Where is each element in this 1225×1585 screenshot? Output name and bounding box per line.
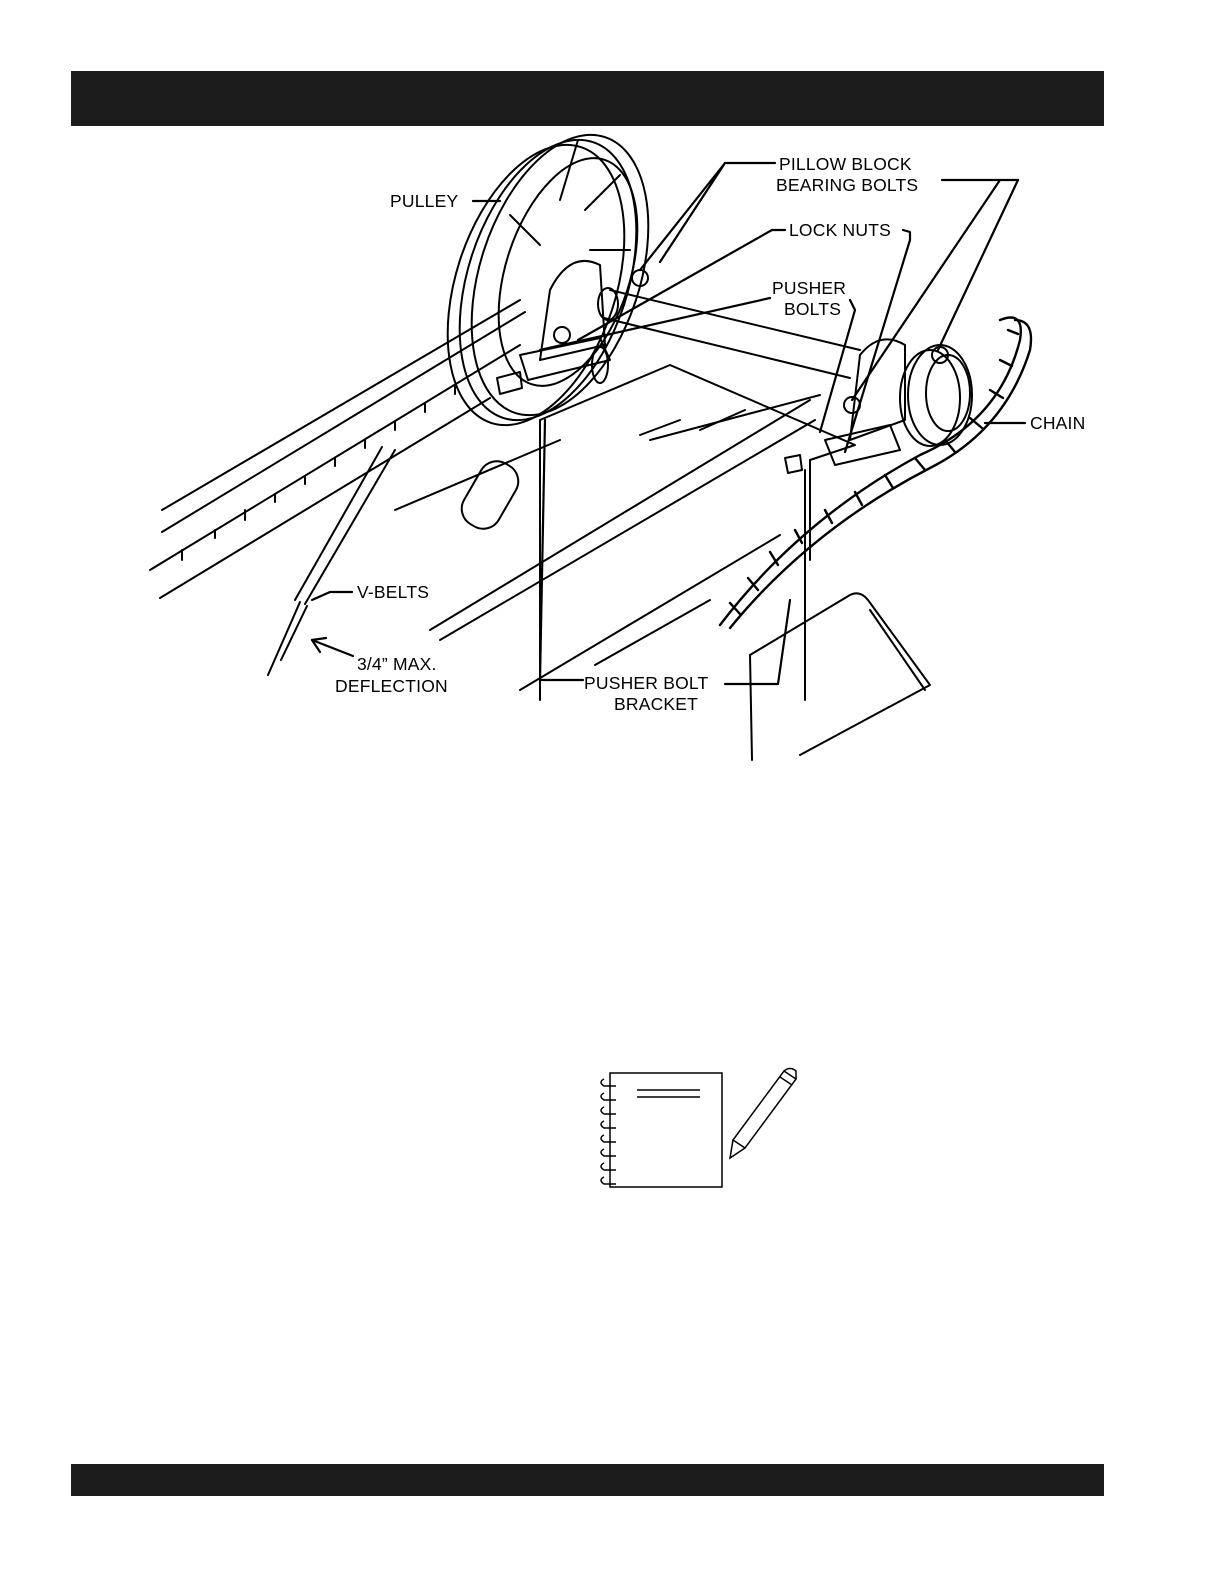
label-pillow-block-line2: BEARING BOLTS	[776, 175, 918, 196]
footer-bar	[71, 1464, 1104, 1496]
pusher-bolt-bracket-plate	[750, 593, 930, 760]
label-pusher-bracket-line2: BRACKET	[614, 694, 698, 715]
label-pusher-bolts-line1: PUSHER	[772, 278, 846, 299]
label-pillow-block-line1: PILLOW BLOCK	[779, 154, 912, 175]
straightedge	[150, 300, 525, 598]
label-pusher-bolts-line2: BOLTS	[784, 299, 841, 320]
label-deflection-line1: 3/4” MAX.	[357, 654, 437, 675]
label-chain: CHAIN	[1030, 413, 1085, 434]
label-deflection-line2: DEFLECTION	[335, 676, 448, 697]
label-v-belts: V-BELTS	[357, 582, 429, 603]
pencil	[730, 1069, 796, 1159]
label-pulley: PULLEY	[390, 191, 458, 212]
label-pusher-bracket-line1: PUSHER BOLT	[584, 673, 708, 694]
pulley-wheel	[415, 112, 681, 447]
label-lock-nuts: LOCK NUTS	[789, 220, 891, 241]
v-belts	[268, 447, 395, 675]
notebook-spiral	[601, 1079, 616, 1184]
